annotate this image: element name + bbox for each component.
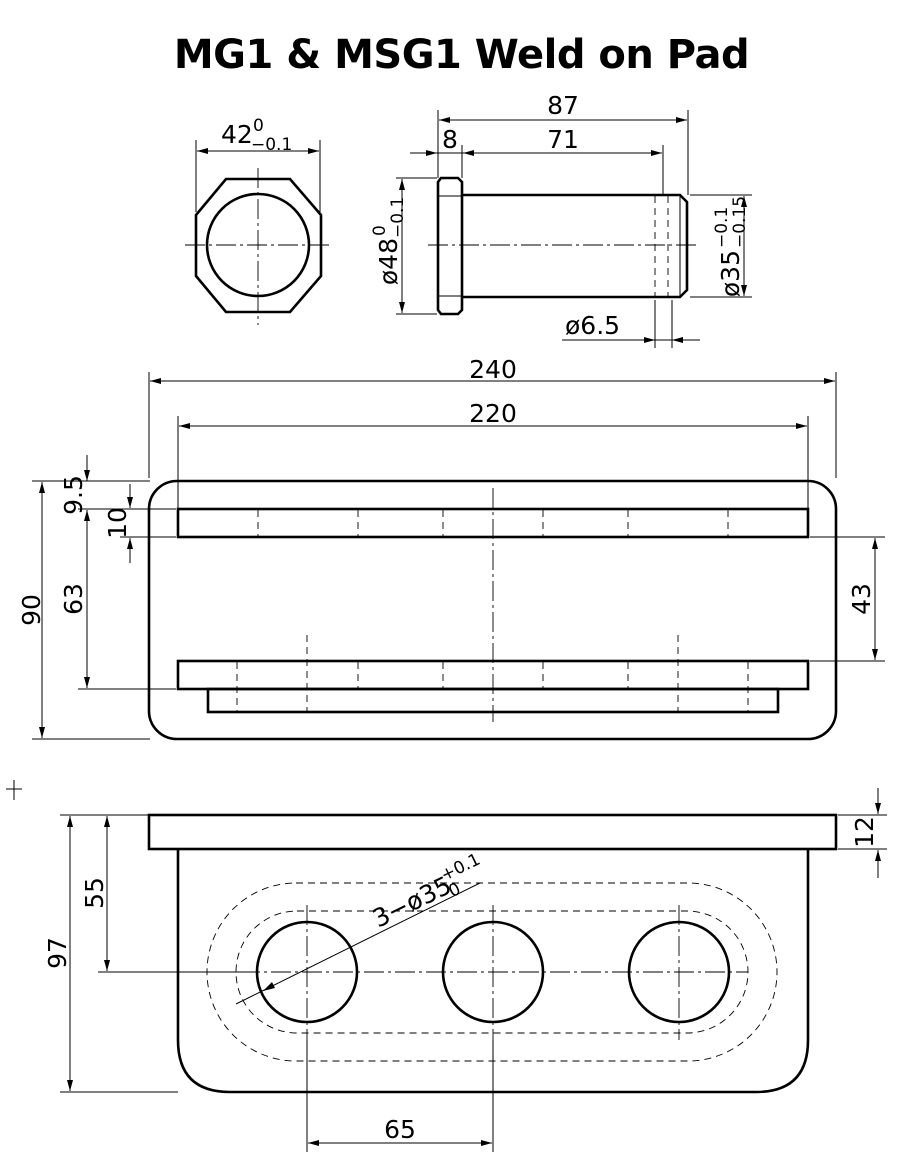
hole-pitch-label: 65: [384, 1115, 416, 1144]
shaft-dia-group: ø35 −0.1 −0.15: [712, 196, 750, 297]
hole-centre-height-label: 55: [80, 877, 109, 909]
plate-front-view: [60, 788, 887, 1152]
holes-tol-upper: +0.1: [438, 850, 484, 886]
holes-callout-group: 3−ø35 +0.1 0: [368, 850, 484, 934]
end-width-tol-lower: −0.1: [251, 135, 292, 155]
shaft-length-label: 71: [547, 125, 579, 154]
flange-dia-tol-lower: −0.1: [388, 197, 408, 238]
top-thickness-label: 12: [850, 816, 879, 848]
flange-dia-label: ø48: [374, 238, 403, 285]
shaft-dia-tol-lower: −0.15: [730, 196, 750, 248]
rail-thickness-label: 10: [103, 507, 132, 539]
shaft-dia-tol-upper: −0.1: [712, 207, 732, 248]
plate-width-label: 240: [469, 355, 517, 384]
plate-depth-label: 90: [17, 594, 46, 626]
pin-length-label: 87: [547, 91, 579, 120]
pin-side-view: [396, 110, 752, 348]
pin-end-view: [185, 140, 332, 325]
rail-length-label: 220: [469, 399, 517, 428]
flange-dia-group: ø48 0 −0.1: [370, 197, 408, 285]
plate-top-view: [32, 372, 885, 741]
page-title: MG1 & MSG1 Weld on Pad: [173, 32, 750, 78]
plus-marker-icon: [6, 780, 22, 800]
overall-height-label: 97: [43, 937, 72, 969]
rail-spacing-label: 63: [59, 583, 88, 615]
flange-thickness-label: 8: [442, 125, 458, 154]
rail-offset-label: 9.5: [59, 475, 88, 515]
chamfer-dia-label: ø6.5: [565, 311, 620, 340]
end-width-tol-upper: 0: [253, 116, 264, 136]
end-width-label: 42: [221, 120, 253, 149]
rail-gap-label: 43: [847, 583, 876, 615]
flange-dia-tol-upper: 0: [370, 225, 390, 236]
shaft-dia-label: ø35: [716, 250, 745, 297]
